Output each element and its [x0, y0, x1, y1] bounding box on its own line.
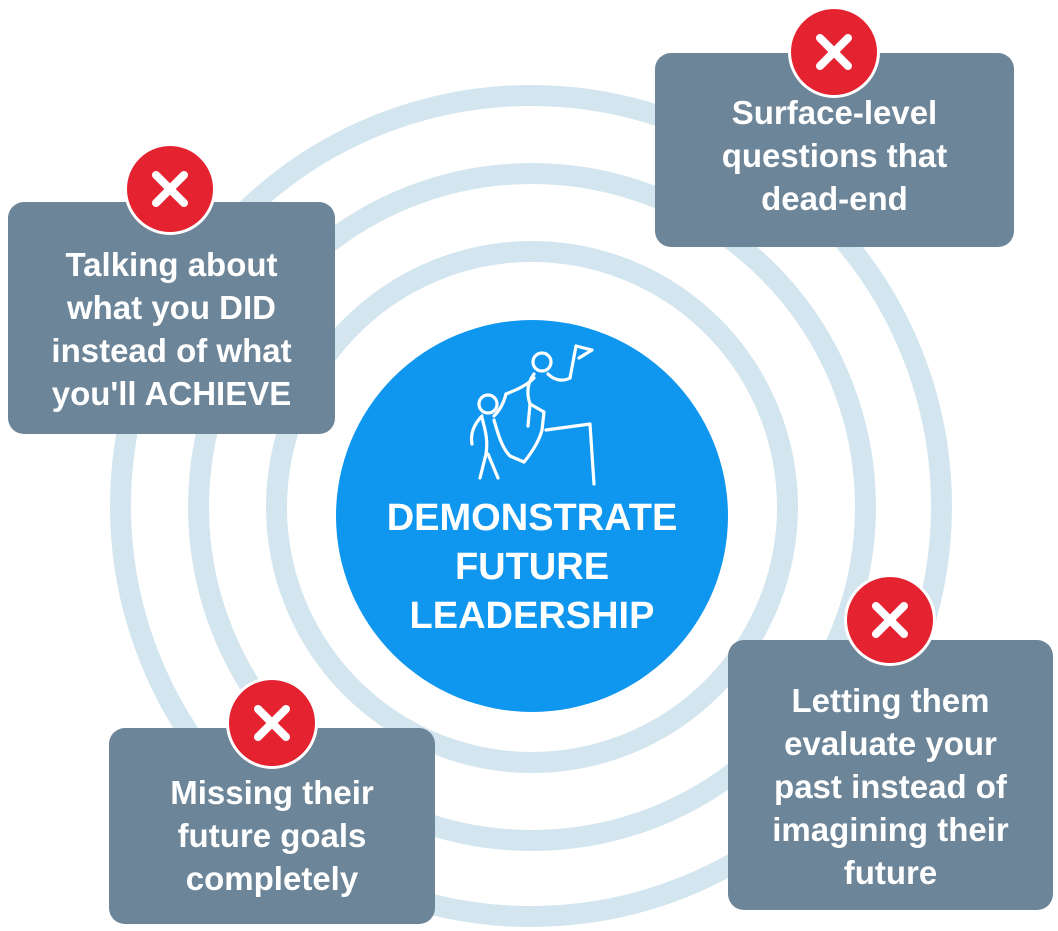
card-letting-them-evaluate: Letting them evaluate your past instead … — [728, 640, 1053, 910]
x-badge-bottom-left — [226, 677, 318, 769]
center-title: DEMONSTRATE FUTURE LEADERSHIP — [336, 494, 728, 641]
x-badge-top-right — [788, 6, 880, 98]
close-x-icon — [152, 171, 188, 207]
x-badge-left — [124, 143, 216, 235]
x-badge-bottom-right — [844, 574, 936, 666]
card-text: Missing their future goals completely — [170, 773, 374, 897]
close-x-icon — [254, 705, 290, 741]
card-text: Letting them evaluate your past instead … — [772, 681, 1009, 891]
card-talking-about-past: Talking about what you DID instead of wh… — [8, 202, 335, 434]
close-x-icon — [872, 602, 908, 638]
card-text: Surface-level questions that dead-end — [721, 93, 948, 217]
center-circle — [336, 320, 728, 712]
center-title-line-2: FUTURE — [454, 546, 610, 588]
climbing-team-flag-icon — [469, 344, 596, 486]
center-title-line-1: DEMONSTRATE — [386, 497, 678, 539]
center-title-line-3: LEADERSHIP — [409, 595, 655, 637]
close-x-icon — [816, 34, 852, 70]
card-text: Talking about what you DID instead of wh… — [51, 246, 292, 412]
